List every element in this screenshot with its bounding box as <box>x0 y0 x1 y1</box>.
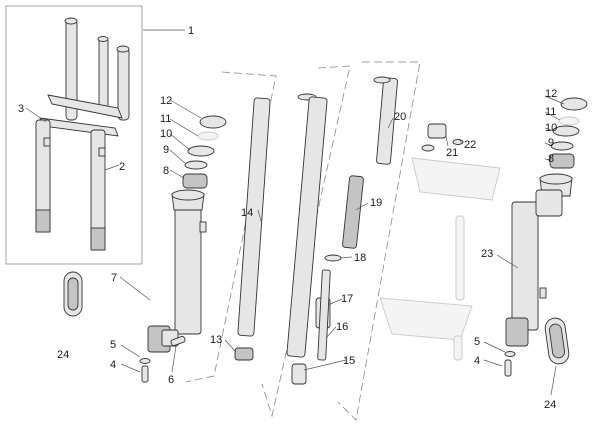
callout-3: 3 <box>18 103 24 115</box>
callout-13: 13 <box>210 334 222 346</box>
assembly-inset-box <box>5 5 143 265</box>
callout-9-right: 9 <box>548 137 554 149</box>
callout-11-right: 11 <box>545 106 556 118</box>
callout-5-right: 5 <box>474 336 480 348</box>
washer-right <box>504 351 516 357</box>
callout-4-right: 4 <box>474 355 480 367</box>
callout-21: 21 <box>446 147 458 159</box>
callout-22: 22 <box>464 139 476 151</box>
callout-17: 17 <box>341 293 353 305</box>
callout-16: 16 <box>336 321 348 333</box>
spring-seat <box>324 254 342 262</box>
oil-seal-left <box>187 145 215 157</box>
fork-spring <box>342 175 364 249</box>
callout-4-left: 4 <box>110 359 116 371</box>
reflector-right <box>544 317 570 365</box>
complete-fork-assembly <box>35 17 130 251</box>
callout-5-left: 5 <box>110 339 116 351</box>
callout-9-left: 9 <box>163 144 169 156</box>
reflector-left <box>63 271 83 317</box>
top-nut <box>427 123 447 139</box>
callout-18: 18 <box>354 252 366 264</box>
leader-lines <box>25 29 565 396</box>
callout-24-left: 24 <box>57 349 69 361</box>
steering-stem <box>379 157 501 361</box>
callout-7: 7 <box>111 272 117 284</box>
bottom-bush <box>234 347 254 361</box>
callout-11-left: 11 <box>160 113 171 125</box>
callout-10-right: 10 <box>545 122 557 134</box>
damper-rod <box>317 269 331 361</box>
callout-23: 23 <box>481 248 493 260</box>
callout-2: 2 <box>119 161 125 173</box>
damper-tube <box>373 76 398 165</box>
callout-20: 20 <box>394 111 406 123</box>
callout-6: 6 <box>168 374 174 386</box>
callout-12-left: 12 <box>160 95 172 107</box>
bushing-left <box>182 173 208 189</box>
callout-24-right: 24 <box>544 399 556 411</box>
inner-tube <box>286 96 328 358</box>
retaining-ring-left <box>197 131 219 141</box>
rod-end-piece <box>291 363 307 385</box>
callout-8-left: 8 <box>163 165 169 177</box>
small-washer <box>421 144 435 152</box>
washer-left <box>139 358 151 364</box>
callout-8-right: 8 <box>548 153 554 165</box>
callout-10-left: 10 <box>160 128 172 140</box>
callout-19: 19 <box>370 197 382 209</box>
callout-12-right: 12 <box>545 88 557 100</box>
callout-15: 15 <box>343 355 355 367</box>
bushing-right <box>549 153 575 169</box>
guide-box-right <box>337 61 421 421</box>
right-fork-leg <box>505 173 573 347</box>
callout-14: 14 <box>241 207 253 219</box>
callout-1: 1 <box>188 25 194 37</box>
clamp-bolt <box>170 335 186 347</box>
screw-left <box>141 365 149 383</box>
screw-right <box>504 359 512 377</box>
left-fork-leg <box>147 189 207 353</box>
washer-ring-right <box>550 141 574 151</box>
dust-cap-left <box>199 115 227 129</box>
washer-ring-left <box>184 160 208 170</box>
retaining-ring-right <box>558 116 580 126</box>
dust-cap-right <box>560 97 588 111</box>
